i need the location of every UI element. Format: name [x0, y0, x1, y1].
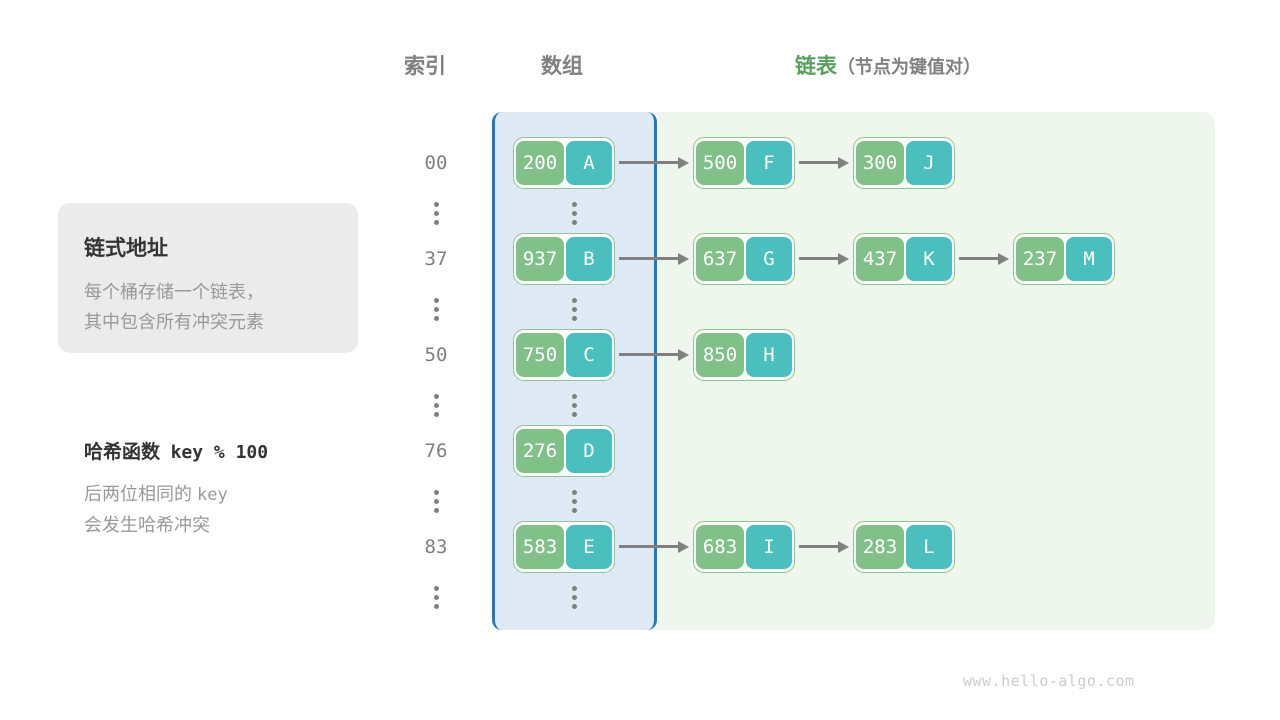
info-card-body: 每个桶存储一个链表， 其中包含所有冲突元素	[84, 282, 264, 332]
next-pointer-arrow	[619, 541, 689, 553]
node-key: 276	[516, 429, 564, 473]
node-value: H	[746, 333, 792, 377]
hash-function-expression: key % 100	[170, 442, 269, 463]
node-key: 850	[696, 333, 744, 377]
node-key: 200	[516, 141, 564, 185]
node-key: 937	[516, 237, 564, 281]
node-key: 500	[696, 141, 744, 185]
index-ellipsis	[429, 586, 443, 613]
column-header-linkedlist-main: 链表	[795, 55, 837, 78]
column-header-index: 索引	[404, 55, 446, 78]
hash-function-title: 哈希函数 key % 100	[84, 437, 268, 464]
column-header-array: 数组	[541, 55, 583, 78]
bucket-index-label: 37	[424, 248, 448, 270]
hash-function-note: 后两位相同的 key 会发生哈希冲突	[84, 479, 228, 540]
array-ellipsis	[567, 202, 581, 229]
index-ellipsis	[429, 298, 443, 325]
next-pointer-arrow	[799, 253, 849, 265]
column-header-linkedlist: 链表（节点为键值对）	[795, 50, 981, 80]
node-key: 583	[516, 525, 564, 569]
node-value: F	[746, 141, 792, 185]
index-ellipsis	[429, 490, 443, 517]
array-ellipsis	[567, 490, 581, 517]
node-value: M	[1066, 237, 1112, 281]
node-key: 437	[856, 237, 904, 281]
node-value: G	[746, 237, 792, 281]
node-value: I	[746, 525, 792, 569]
array-ellipsis	[567, 586, 581, 613]
watermark: www.hello-algo.com	[963, 672, 1135, 690]
hash-function-label: 哈希函数	[84, 442, 161, 463]
node-value: C	[566, 333, 612, 377]
node-value: B	[566, 237, 612, 281]
next-pointer-arrow	[619, 157, 689, 169]
node-value: D	[566, 429, 612, 473]
bucket-index-label: 00	[424, 152, 448, 174]
node-value: L	[906, 525, 952, 569]
column-header-linkedlist-sub: （节点为键值对）	[837, 57, 981, 77]
hash-note-key-token: key	[197, 485, 228, 505]
node-key: 300	[856, 141, 904, 185]
next-pointer-arrow	[619, 253, 689, 265]
hash-note-line2: 会发生哈希冲突	[84, 515, 210, 535]
info-card-title: 链式地址	[84, 237, 168, 260]
bucket-index-label: 83	[424, 536, 448, 558]
next-pointer-arrow	[799, 541, 849, 553]
node-value: A	[566, 141, 612, 185]
node-value: J	[906, 141, 952, 185]
node-key: 283	[856, 525, 904, 569]
node-key: 750	[516, 333, 564, 377]
next-pointer-arrow	[619, 349, 689, 361]
node-key: 237	[1016, 237, 1064, 281]
node-value: E	[566, 525, 612, 569]
index-ellipsis	[429, 202, 443, 229]
next-pointer-arrow	[799, 157, 849, 169]
array-ellipsis	[567, 298, 581, 325]
info-card	[58, 203, 358, 353]
bucket-index-label: 50	[424, 344, 448, 366]
node-key: 683	[696, 525, 744, 569]
bucket-index-label: 76	[424, 440, 448, 462]
index-ellipsis	[429, 394, 443, 421]
next-pointer-arrow	[959, 253, 1009, 265]
node-key: 637	[696, 237, 744, 281]
node-value: K	[906, 237, 952, 281]
hash-note-line1: 后两位相同的	[84, 484, 192, 504]
array-ellipsis	[567, 394, 581, 421]
